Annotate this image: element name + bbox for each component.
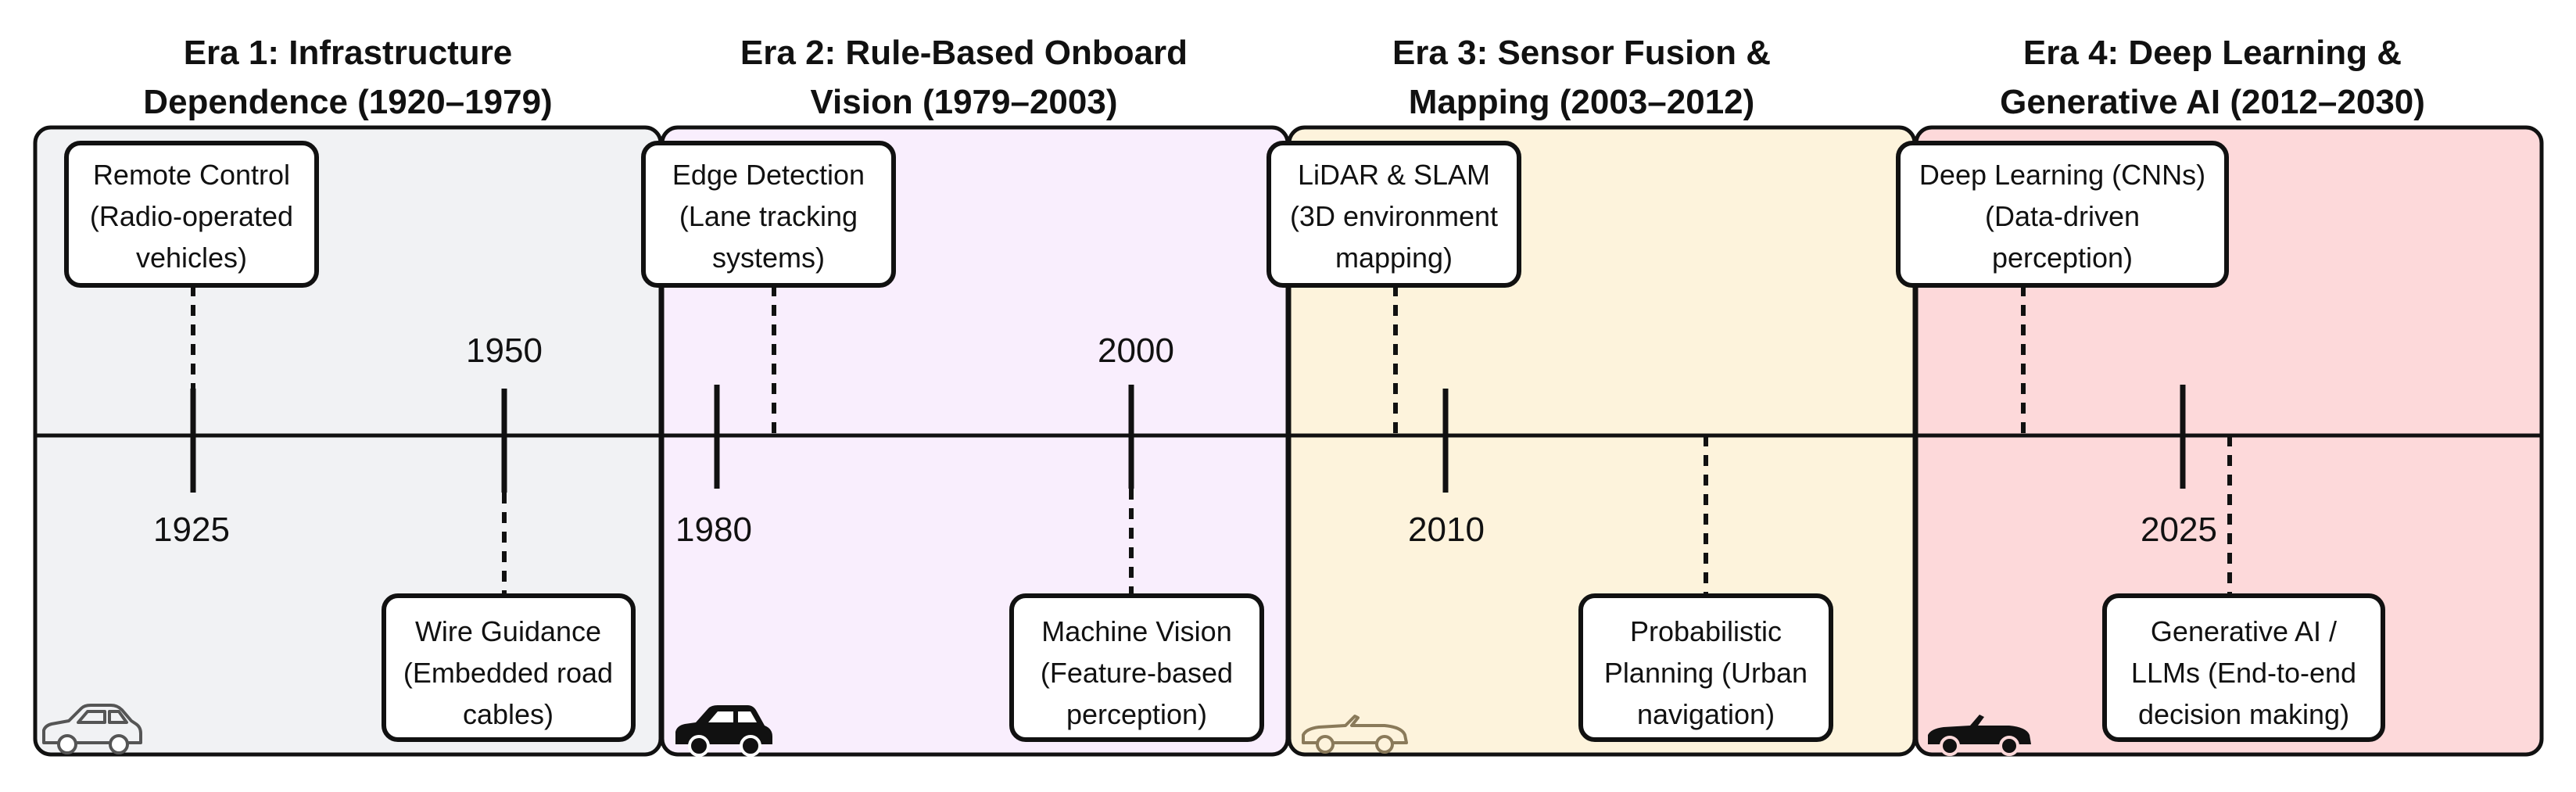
event-deep-learning: Deep Learning (CNNs) (Data-driven percep… <box>1896 141 2229 288</box>
event-remote-control: Remote Control (Radio-operated vehicles) <box>64 141 319 288</box>
event-description: mapping) <box>1335 242 1453 274</box>
event-description: Planning (Urban <box>1604 657 1807 689</box>
event-description: vehicles) <box>136 242 247 274</box>
event-description: cables) <box>463 698 554 730</box>
event-description: (Feature-based <box>1041 657 1233 689</box>
convertible-outline-icon <box>1302 715 1408 754</box>
event-generative-ai: Generative AI / LLMs (End-to-end decisio… <box>2102 593 2385 742</box>
year-label-2000: 2000 <box>1098 331 1174 370</box>
event-description: LLMs (End-to-end <box>2131 657 2356 689</box>
year-label-1950: 1950 <box>466 331 543 370</box>
event-title: Probabilistic <box>1630 615 1782 647</box>
convertible-solid-icon <box>1928 715 2031 756</box>
event-description: (3D environment <box>1290 200 1498 232</box>
event-title: Deep Learning (CNNs) <box>1919 159 2205 191</box>
era-3-title: Era 3: Sensor Fusion & <box>1392 34 1771 72</box>
year-label-2010: 2010 <box>1408 511 1485 549</box>
era-3-title: Mapping (2003–2012) <box>1409 83 1755 121</box>
era-1-title: Era 1: Infrastructure <box>184 34 513 72</box>
event-machine-vision: Machine Vision (Feature-based perception… <box>1009 593 1264 742</box>
event-title: Remote Control <box>93 159 290 191</box>
event-description: (Data-driven <box>1985 200 2140 232</box>
event-title: Generative AI / <box>2151 615 2337 647</box>
event-wire-guidance: Wire Guidance (Embedded road cables) <box>382 593 636 742</box>
era-4-title: Era 4: Deep Learning & <box>2023 34 2402 72</box>
hatchback-solid-icon <box>675 705 772 757</box>
event-title: LiDAR & SLAM <box>1298 159 1490 191</box>
year-label-1980: 1980 <box>675 511 752 549</box>
event-lidar-slam: LiDAR & SLAM (3D environment mapping) <box>1267 141 1521 288</box>
event-description: (Radio-operated <box>90 200 293 232</box>
event-description: perception) <box>1992 242 2133 274</box>
event-description: (Lane tracking <box>679 200 858 232</box>
era-4-title: Generative AI (2012–2030) <box>2000 83 2425 121</box>
era-2-title: Vision (1979–2003) <box>811 83 1118 121</box>
era-1-title: Dependence (1920–1979) <box>143 83 552 121</box>
event-description: navigation) <box>1637 698 1775 730</box>
event-probabilistic-planning: Probabilistic Planning (Urban navigation… <box>1578 593 1833 742</box>
event-title: Machine Vision <box>1041 615 1231 647</box>
event-description: systems) <box>712 242 825 274</box>
event-title: Wire Guidance <box>415 615 601 647</box>
event-title: Edge Detection <box>672 159 865 191</box>
event-description: perception) <box>1066 698 1207 730</box>
event-description: decision making) <box>2138 698 2349 730</box>
year-label-2025: 2025 <box>2141 511 2217 549</box>
year-label-1925: 1925 <box>153 511 230 549</box>
event-edge-detection: Edge Detection (Lane tracking systems) <box>641 141 896 288</box>
event-description: (Embedded road <box>403 657 613 689</box>
sedan-outline-icon <box>42 704 142 754</box>
era-2-title: Era 2: Rule-Based Onboard <box>740 34 1188 72</box>
